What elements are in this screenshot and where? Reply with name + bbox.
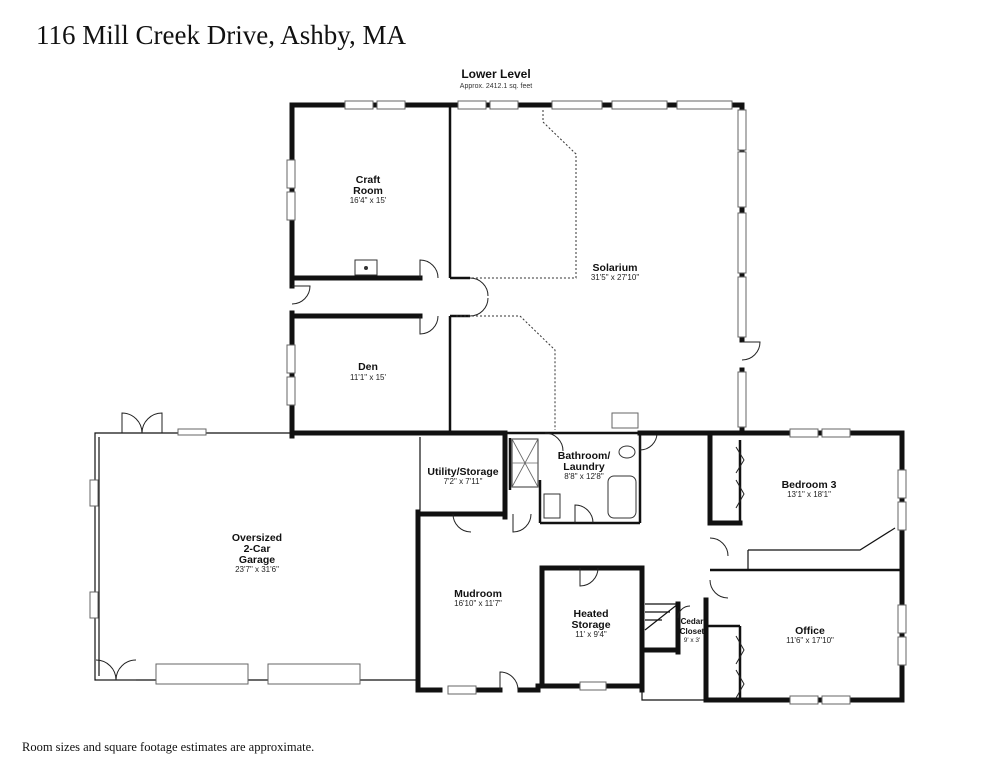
cedar-closet-dims: 9' x 3' [684, 637, 701, 644]
bathroom-name-line2: Laundry [563, 461, 605, 473]
heated-storage-name-line2: Storage [571, 619, 610, 631]
garage-name-line1: Oversized [232, 532, 282, 544]
solarium-name: Solarium [593, 262, 638, 274]
solarium-dims: 31'5" x 27'10" [591, 273, 639, 282]
office-dims: 11'6" x 17'10" [786, 636, 834, 645]
craft-room-name-line1: Craft [356, 174, 381, 186]
bedroom3-name: Bedroom 3 [782, 479, 837, 491]
office-name: Office [795, 625, 825, 637]
property-address-title: 116 Mill Creek Drive, Ashby, MA [36, 20, 406, 50]
level-name: Lower Level [461, 67, 530, 81]
craft-room-walls [286, 100, 453, 289]
garage-door-left [155, 663, 249, 685]
mudroom-dims: 16'10" x 11'7" [454, 599, 502, 608]
garage-outline [89, 412, 421, 685]
heated-storage-dims: 11' x 9'4" [575, 630, 607, 639]
bathroom-dims: 8'8" x 12'8" [564, 472, 604, 481]
den-walls [286, 259, 556, 439]
garage-door-right [267, 663, 361, 685]
level-area: Approx. 2412.1 sq. feet [460, 83, 532, 90]
craft-room-name-line2: Room [353, 185, 383, 197]
craft-room-dims: 16'4" x 15' [350, 196, 387, 205]
bathroom-name-line1: Bathroom/ [558, 450, 611, 462]
den-name: Den [358, 361, 378, 373]
garage-name-line2: 2-Car [244, 543, 271, 555]
utility-dims: 7'2" x 7'11" [444, 477, 483, 486]
garage-dims: 23'7" x 31'6" [235, 565, 279, 574]
bedroom3-walls [637, 428, 907, 703]
cedar-closet-name-line1: Cedar [681, 617, 704, 626]
room-labels: Craft Room 16'4" x 15' Solarium 31'5" x … [232, 174, 837, 645]
footnote: Room sizes and square footage estimates … [22, 740, 314, 754]
garage-name-line3: Garage [239, 554, 275, 566]
mudroom-walls [415, 565, 706, 701]
heated-storage-name-line1: Heated [573, 608, 608, 620]
bedroom3-dims: 13'1" x 18'1" [787, 490, 831, 499]
utility-name: Utility/Storage [427, 466, 498, 478]
solarium-walls [447, 100, 761, 435]
utility-bath-walls [415, 412, 658, 693]
den-dims: 11'1" x 15' [350, 373, 386, 382]
mudroom-name: Mudroom [454, 588, 502, 600]
cedar-closet-name-line2: Closet [680, 627, 705, 636]
office-walls [703, 579, 907, 705]
